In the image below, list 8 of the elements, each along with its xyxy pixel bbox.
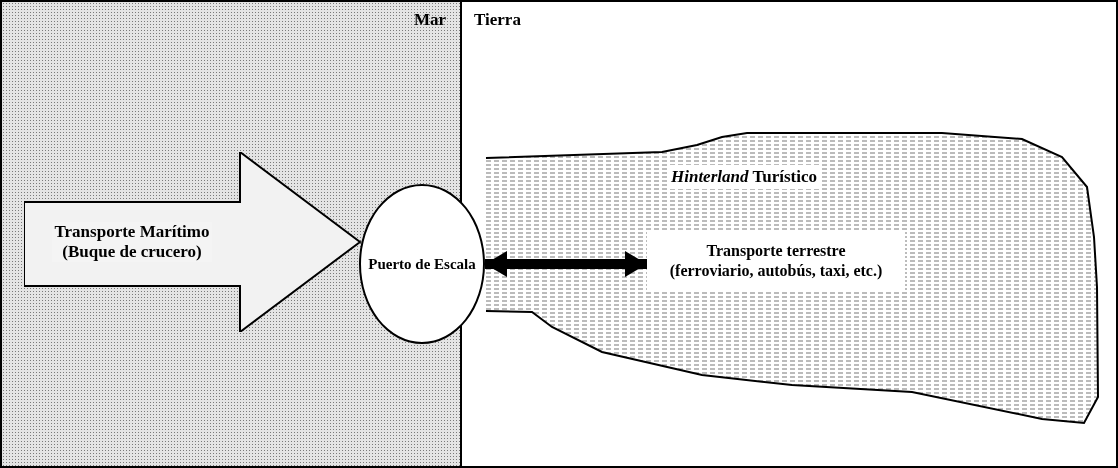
zone-label: Tierra	[474, 10, 521, 30]
port-label: Puerto de Escala	[368, 255, 476, 273]
text-panel	[647, 230, 905, 292]
double-arrow	[485, 251, 647, 277]
zone-label: Mar	[413, 10, 446, 30]
area-title: Hinterland Turístico	[667, 165, 821, 189]
transport-label: Transporte terrestre (ferroviario, autobús, taxi, etc.)	[668, 241, 884, 281]
block-arrow	[24, 152, 362, 332]
